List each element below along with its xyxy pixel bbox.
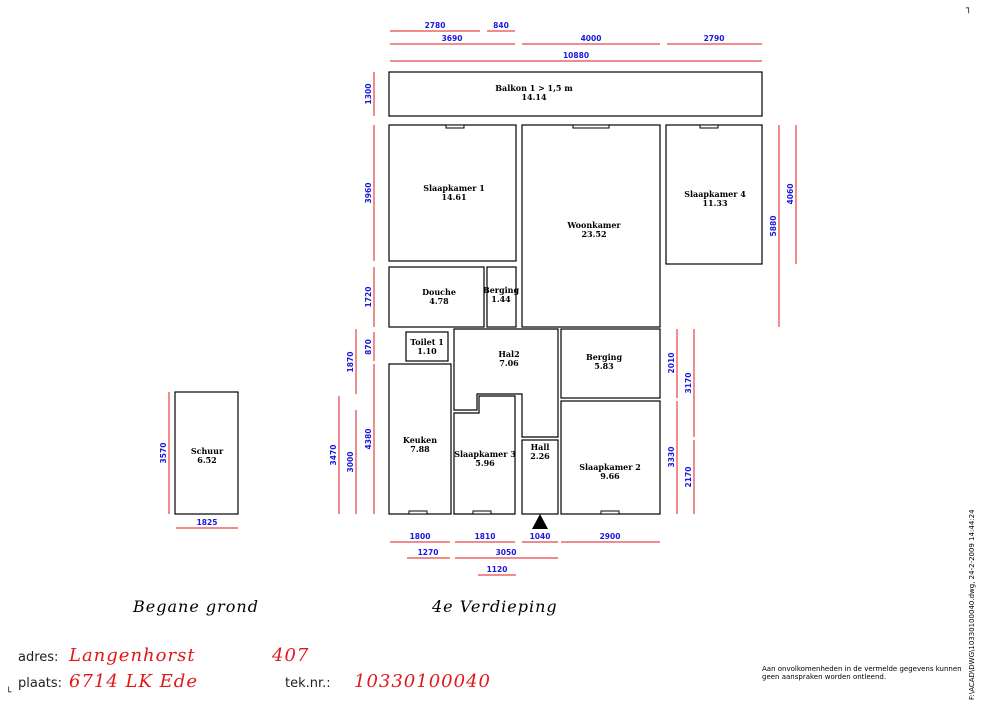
label-slaapkamer2-area: 9.66	[600, 471, 620, 481]
dim-right-3330: 3330	[667, 447, 676, 468]
label-schuur-name: Schuur	[191, 446, 224, 456]
dim-top-840: 840	[493, 21, 509, 30]
dim-right-4060: 4060	[786, 184, 795, 205]
label-douche-name: Douche	[422, 287, 456, 297]
label-woonkamer-area: 23.52	[581, 229, 606, 239]
label-woonkamer-name: Woonkamer	[566, 220, 621, 230]
label-keuken-area: 7.88	[410, 444, 430, 454]
dim-left-3000: 3000	[346, 452, 355, 473]
dim-bottom-1120: 1120	[487, 565, 508, 574]
corner-mark-top-right: ┐	[966, 4, 972, 14]
dim-left-1870: 1870	[346, 352, 355, 373]
window-mark	[472, 510, 492, 515]
dim-left-3960: 3960	[364, 183, 373, 204]
dim-right-5880: 5880	[769, 216, 778, 237]
room-hal2	[453, 328, 559, 438]
label-hal2-area: 7.06	[499, 358, 519, 368]
label-slaapkamer2-name: Slaapkamer 2	[579, 462, 641, 472]
dimension-texts: 2780 840 3690 4000 2790 10880 1800 1810 …	[159, 21, 795, 574]
dim-bottom-1800: 1800	[410, 532, 431, 541]
room-slaapkamer-3	[453, 395, 516, 515]
window-mark	[600, 510, 620, 515]
label-keuken-name: Keuken	[403, 435, 437, 445]
dim-bottom-3050: 3050	[496, 548, 517, 557]
corner-mark-bottom-left: └	[6, 688, 12, 698]
label-slaapkamer4-name: Slaapkamer 4	[684, 189, 746, 199]
label-slaapkamer3-name: Slaapkamer 3	[454, 449, 516, 459]
dim-top-3690: 3690	[442, 34, 463, 43]
dim-right-3170: 3170	[684, 373, 693, 394]
label-hal2-name: Hal2	[498, 349, 519, 359]
label-berging-small-name: Berging	[483, 285, 520, 295]
label-toilet-name: Toilet 1	[410, 337, 444, 347]
dim-top-10880: 10880	[563, 51, 589, 60]
label-berging-small-area: 1.44	[491, 294, 511, 304]
adres-number: 407	[272, 645, 310, 666]
window-mark	[445, 124, 465, 129]
dim-left-3470: 3470	[329, 445, 338, 466]
dim-left-870: 870	[364, 339, 373, 355]
label-balkon-name: Balkon 1 > 1,5 m	[495, 83, 573, 93]
dim-top-2790: 2790	[704, 34, 725, 43]
adres-street: Langenhorst	[69, 645, 196, 666]
teknr-value: 10330100040	[354, 671, 491, 692]
room-labels: Balkon 1 > 1,5 m 14.14 Slaapkamer 1 14.6…	[191, 83, 746, 481]
room-schuur	[174, 391, 239, 515]
dim-top-2780: 2780	[425, 21, 446, 30]
dim-left-1300: 1300	[364, 84, 373, 105]
dim-right-2170: 2170	[684, 467, 693, 488]
windows	[408, 124, 719, 515]
label-slaapkamer4-area: 11.33	[702, 198, 727, 208]
room-douche	[388, 266, 485, 328]
dim-top-4000: 4000	[581, 34, 602, 43]
dim-bottom-2900: 2900	[600, 532, 621, 541]
room-balkon	[388, 71, 763, 117]
dim-left-4380: 4380	[364, 429, 373, 450]
room-berging-small	[486, 266, 517, 328]
room-berging	[560, 328, 661, 399]
dim-bottom-1040: 1040	[530, 532, 551, 541]
label-berging-name: Berging	[586, 352, 623, 362]
label-schuur-area: 6.52	[197, 455, 216, 465]
dim-schuur-3570: 3570	[159, 443, 168, 464]
room-toilet	[405, 331, 449, 362]
dimension-lines	[168, 30, 797, 576]
window-mark	[699, 124, 719, 129]
label-balkon-area: 14.14	[521, 92, 546, 102]
entrance-arrow-icon	[532, 514, 548, 529]
floor-label-ground: Begane grond	[133, 597, 259, 616]
dim-bottom-1270: 1270	[418, 548, 439, 557]
dim-schuur-1825: 1825	[197, 518, 218, 527]
dim-bottom-1810: 1810	[475, 532, 496, 541]
window-mark	[572, 124, 610, 129]
label-toilet-area: 1.10	[417, 346, 437, 356]
label-douche-area: 4.78	[429, 296, 449, 306]
label-slaapkamer1-area: 14.61	[441, 192, 466, 202]
label-berging-area: 5.83	[594, 361, 614, 371]
file-path: F:\ACAD\DWG\10330100040.dwg, 24-2-2009 1…	[968, 509, 976, 700]
label-hall-area: 2.26	[530, 451, 550, 461]
dim-right-2010: 2010	[667, 353, 676, 374]
teknr-label: tek.nr.:	[285, 676, 331, 691]
disclaimer-text: Aan onvolkomenheden in de vermelde gegev…	[762, 665, 962, 681]
adres-label: adres:	[18, 650, 59, 665]
dim-left-1720: 1720	[364, 287, 373, 308]
floor-label-fourth: 4e Verdieping	[432, 597, 558, 616]
label-slaapkamer3-area: 5.96	[475, 458, 495, 468]
plaats-label: plaats:	[18, 676, 63, 691]
room-slaapkamer-2	[560, 400, 661, 515]
window-mark	[408, 510, 428, 515]
label-slaapkamer1-name: Slaapkamer 1	[423, 183, 485, 193]
label-hall-name: Hall	[531, 442, 550, 452]
plaats-value: 6714 LK Ede	[69, 671, 198, 692]
